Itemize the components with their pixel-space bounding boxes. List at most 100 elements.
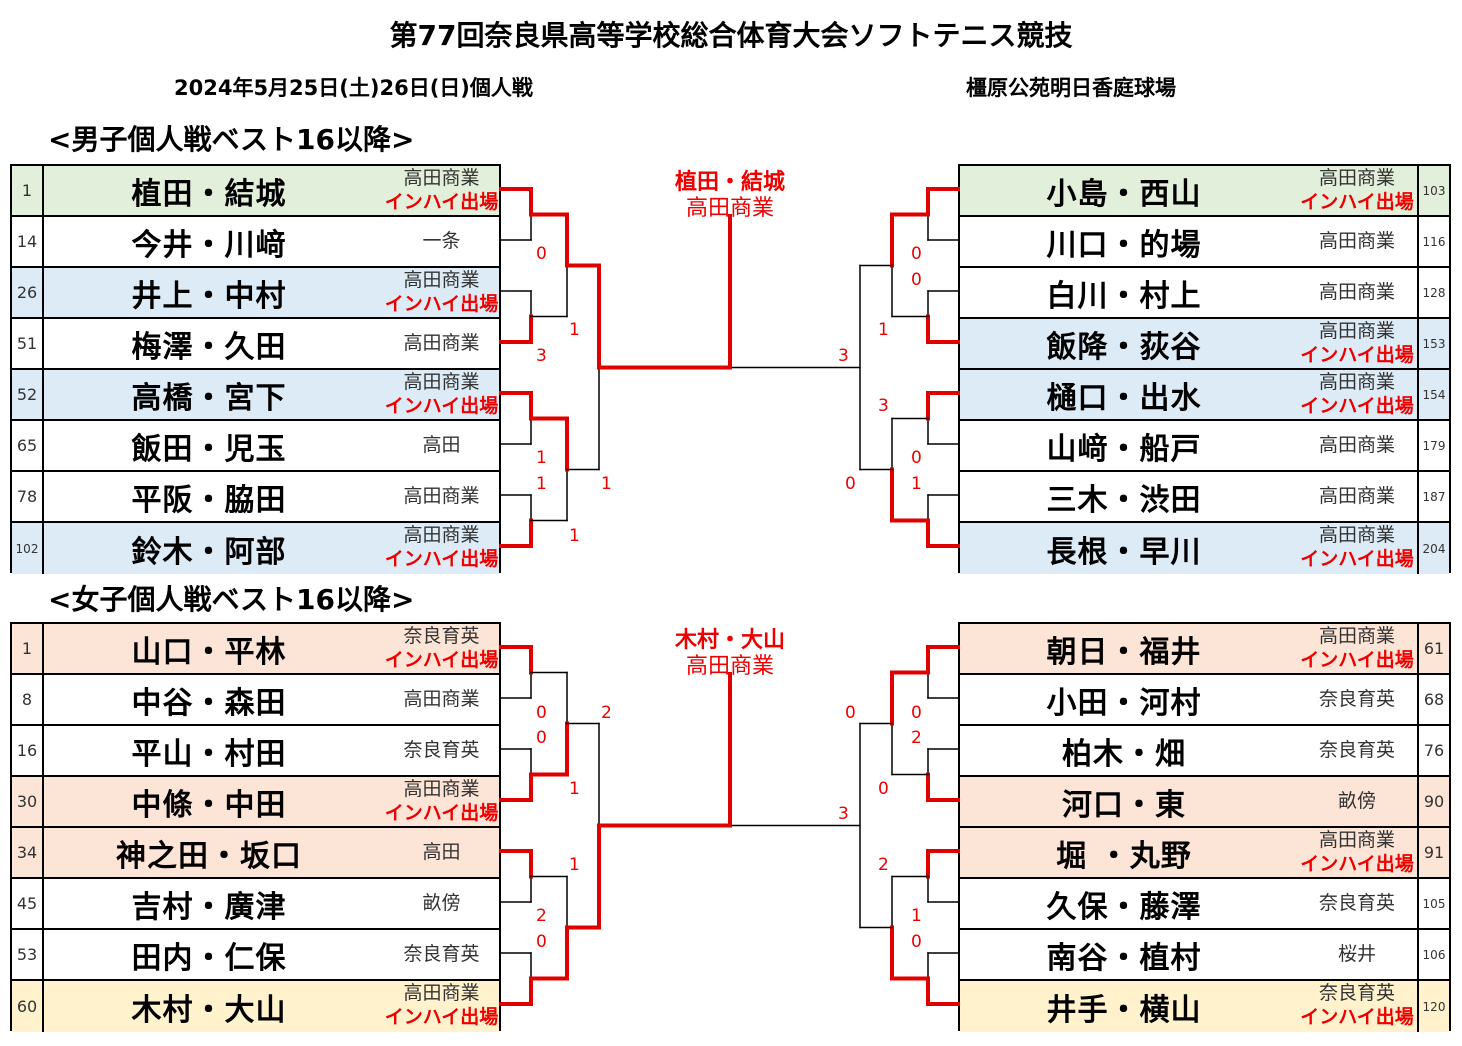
match-score: 0: [845, 474, 856, 494]
pair-name: 井手・横山: [1046, 992, 1202, 1028]
school-name: 高田商業: [1318, 485, 1395, 507]
player-row: 柏木・畑 奈良育英 76: [960, 726, 1449, 777]
pair-name: 平阪・脇田: [131, 482, 287, 518]
match-score: 3: [536, 346, 547, 366]
player-row: 白川・村上 高田商業 128: [960, 268, 1449, 319]
pair-name: 中谷・森田: [131, 685, 287, 721]
seed-number: 1: [12, 624, 44, 673]
school-name: 高田商業: [403, 371, 480, 393]
match-score: 0: [911, 703, 922, 723]
inhai-badge: インハイ出場: [1300, 344, 1414, 366]
match-score: 1: [569, 779, 580, 799]
school-name: 奈良育英: [403, 739, 480, 761]
inhai-badge: インハイ出場: [384, 395, 499, 417]
pair-name: 川口・的場: [1046, 227, 1202, 263]
pair-name: 井上・中村: [131, 278, 287, 314]
pair-cell: 南谷・植村桜井: [960, 930, 1417, 979]
event-venue: 橿原公苑明日香庭球場: [966, 76, 1176, 100]
school-name: 高田商業: [403, 485, 480, 507]
seed-number: 120: [1417, 981, 1449, 1032]
pair-cell: インハイ出場井上・中村高田商業: [44, 268, 499, 317]
pair-cell: インハイ出場山口・平林奈良育英: [44, 624, 499, 673]
school-name: 奈良育英: [403, 943, 480, 965]
seed-number: 78: [12, 472, 44, 521]
school-name: 高田商業: [403, 332, 480, 354]
pair-cell: 川口・的場高田商業: [960, 217, 1417, 266]
seed-number: 65: [12, 421, 44, 470]
pair-cell: インハイ出場樋口・出水高田商業: [960, 370, 1417, 419]
match-score: 1: [878, 320, 889, 340]
inhai-badge: インハイ出場: [384, 293, 499, 315]
school-name: 高田商業: [1318, 281, 1395, 303]
pair-name: 植田・結城: [131, 176, 287, 212]
pair-cell: 柏木・畑 奈良育英: [960, 726, 1417, 775]
page-title: 第77回奈良県高等学校総合体育大会ソフトテニス競技: [389, 19, 1073, 52]
pair-cell: 平山・村田奈良育英: [44, 726, 499, 775]
seed-number: 76: [1417, 726, 1449, 775]
school-name: 高田商業: [403, 524, 480, 546]
inhai-badge: インハイ出場: [1300, 853, 1414, 875]
match-score: 3: [838, 804, 849, 824]
seed-number: 53: [12, 930, 44, 979]
girls-champion-name: 木村・大山: [674, 628, 785, 653]
pair-cell: 吉村・廣津畝傍: [44, 879, 499, 928]
school-name: 高田商業: [1318, 167, 1395, 189]
school-name: 畝傍: [422, 892, 461, 914]
seed-number: 52: [12, 370, 44, 419]
school-name: 桜井: [1337, 943, 1376, 965]
pair-cell: 山﨑・船戸高田商業: [960, 421, 1417, 470]
pair-name: 柏木・畑: [1062, 736, 1186, 772]
pair-name: 白川・村上: [1046, 278, 1202, 314]
seed-number: 26: [12, 268, 44, 317]
player-row: インハイ出場 高橋・宮下 高田商業 52: [12, 370, 499, 421]
inhai-badge: インハイ出場: [1300, 548, 1414, 570]
seed-number: 128: [1417, 268, 1449, 317]
inhai-badge: インハイ出場: [1300, 191, 1414, 213]
pair-cell: 飯田・児玉高田: [44, 421, 499, 470]
pair-name: 長根・早川: [1046, 534, 1202, 570]
pair-cell: インハイ出場鈴木・阿部高田商業: [44, 523, 499, 574]
inhai-badge: インハイ出場: [1300, 649, 1414, 671]
match-score: 2: [878, 855, 889, 875]
seed-number: 14: [12, 217, 44, 266]
match-score: 0: [911, 448, 922, 468]
match-score: 1: [569, 855, 580, 875]
seed-number: 91: [1417, 828, 1449, 877]
pair-cell: インハイ出場植田・結城高田商業: [44, 166, 499, 215]
pair-name: 小田・河村: [1046, 685, 1202, 721]
match-score: 0: [911, 244, 922, 264]
pair-cell: インハイ出場飯降・荻谷高田商業: [960, 319, 1417, 368]
seed-number: 102: [12, 523, 44, 574]
match-score: 0: [536, 703, 547, 723]
seed-number: 90: [1417, 777, 1449, 826]
school-name: 奈良育英: [1318, 739, 1395, 761]
girls-heading: <女子個人戦ベスト16以降>: [48, 583, 415, 616]
match-score: 1: [601, 474, 612, 494]
inhai-badge: インハイ出場: [1300, 1006, 1414, 1028]
pair-cell: インハイ出場長根・早川高田商業: [960, 523, 1417, 574]
match-score: 0: [536, 932, 547, 952]
pair-name: 飯田・児玉: [131, 431, 287, 467]
pair-name: 高橋・宮下: [131, 380, 287, 416]
boys-heading: <男子個人戦ベスト16以降>: [48, 123, 415, 156]
seed-number: 1: [12, 166, 44, 215]
pair-cell: 神之田・坂口高田: [44, 828, 499, 877]
inhai-badge: インハイ出場: [384, 802, 499, 824]
school-name: 高田商業: [1318, 829, 1395, 851]
match-score: 1: [569, 320, 580, 340]
